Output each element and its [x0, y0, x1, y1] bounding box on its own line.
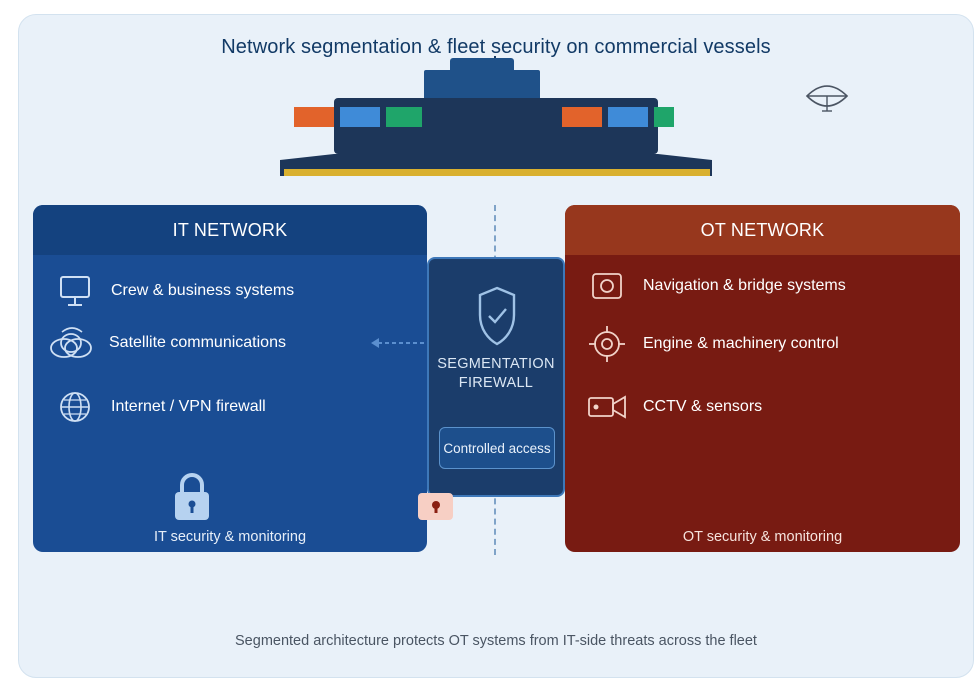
ot-network-panel: OT NETWORK Navigation & bridge systems E…: [565, 205, 960, 552]
keyhole-badge-icon: [418, 493, 453, 520]
it-network-panel: IT NETWORK Crew & business systems Satel…: [33, 205, 427, 552]
it-item-label: Crew & business systems: [111, 282, 295, 299]
it-item-crew: Crew & business systems: [53, 271, 294, 311]
diagram-footer-caption: Segmented architecture protects OT syste…: [235, 633, 757, 649]
arrow-to-it: [371, 338, 428, 348]
it-item-satellite: Satellite communications: [47, 323, 286, 363]
firewall-label-line2: FIREWALL: [458, 375, 534, 391]
ot-footer: OT security & monitoring: [682, 529, 843, 545]
monitor-icon: [53, 271, 97, 311]
firewall-label: SEGMENTATION FIREWALL: [429, 355, 563, 393]
it-item-label: Internet / VPN firewall: [111, 398, 266, 415]
diagram-title: Network segmentation & fleet security on…: [221, 36, 771, 58]
camera-icon: [585, 387, 629, 427]
ot-network-header: OT NETWORK: [565, 205, 960, 255]
it-footer: IT security & monitoring: [153, 529, 307, 545]
ot-item-engine: Engine & machinery control: [585, 324, 839, 364]
it-item-internet: Internet / VPN firewall: [53, 387, 266, 427]
ot-item-cctv: CCTV & sensors: [585, 387, 762, 427]
it-item-label: Satellite communications: [109, 334, 286, 351]
radar-icon: [585, 266, 629, 306]
gear-target-icon: [585, 324, 629, 364]
satellite-dome-icon: [805, 85, 849, 112]
globe-icon: [53, 387, 97, 427]
ship-illustration: [280, 56, 712, 176]
lock-icon: [172, 470, 212, 527]
ot-item-label: Navigation & bridge systems: [643, 277, 846, 294]
ot-item-label: Engine & machinery control: [643, 335, 839, 352]
controlled-access-button[interactable]: Controlled access: [439, 427, 555, 469]
shield-check-icon: [476, 285, 518, 352]
firewall-label-line1: SEGMENTATION: [437, 356, 555, 372]
segmentation-firewall: SEGMENTATION FIREWALL Controlled access: [427, 257, 565, 497]
satellite-cloud-icon: [47, 323, 97, 363]
ot-item-navigation: Navigation & bridge systems: [585, 266, 846, 306]
ot-item-label: CCTV & sensors: [643, 398, 763, 415]
it-network-header: IT NETWORK: [33, 205, 427, 255]
